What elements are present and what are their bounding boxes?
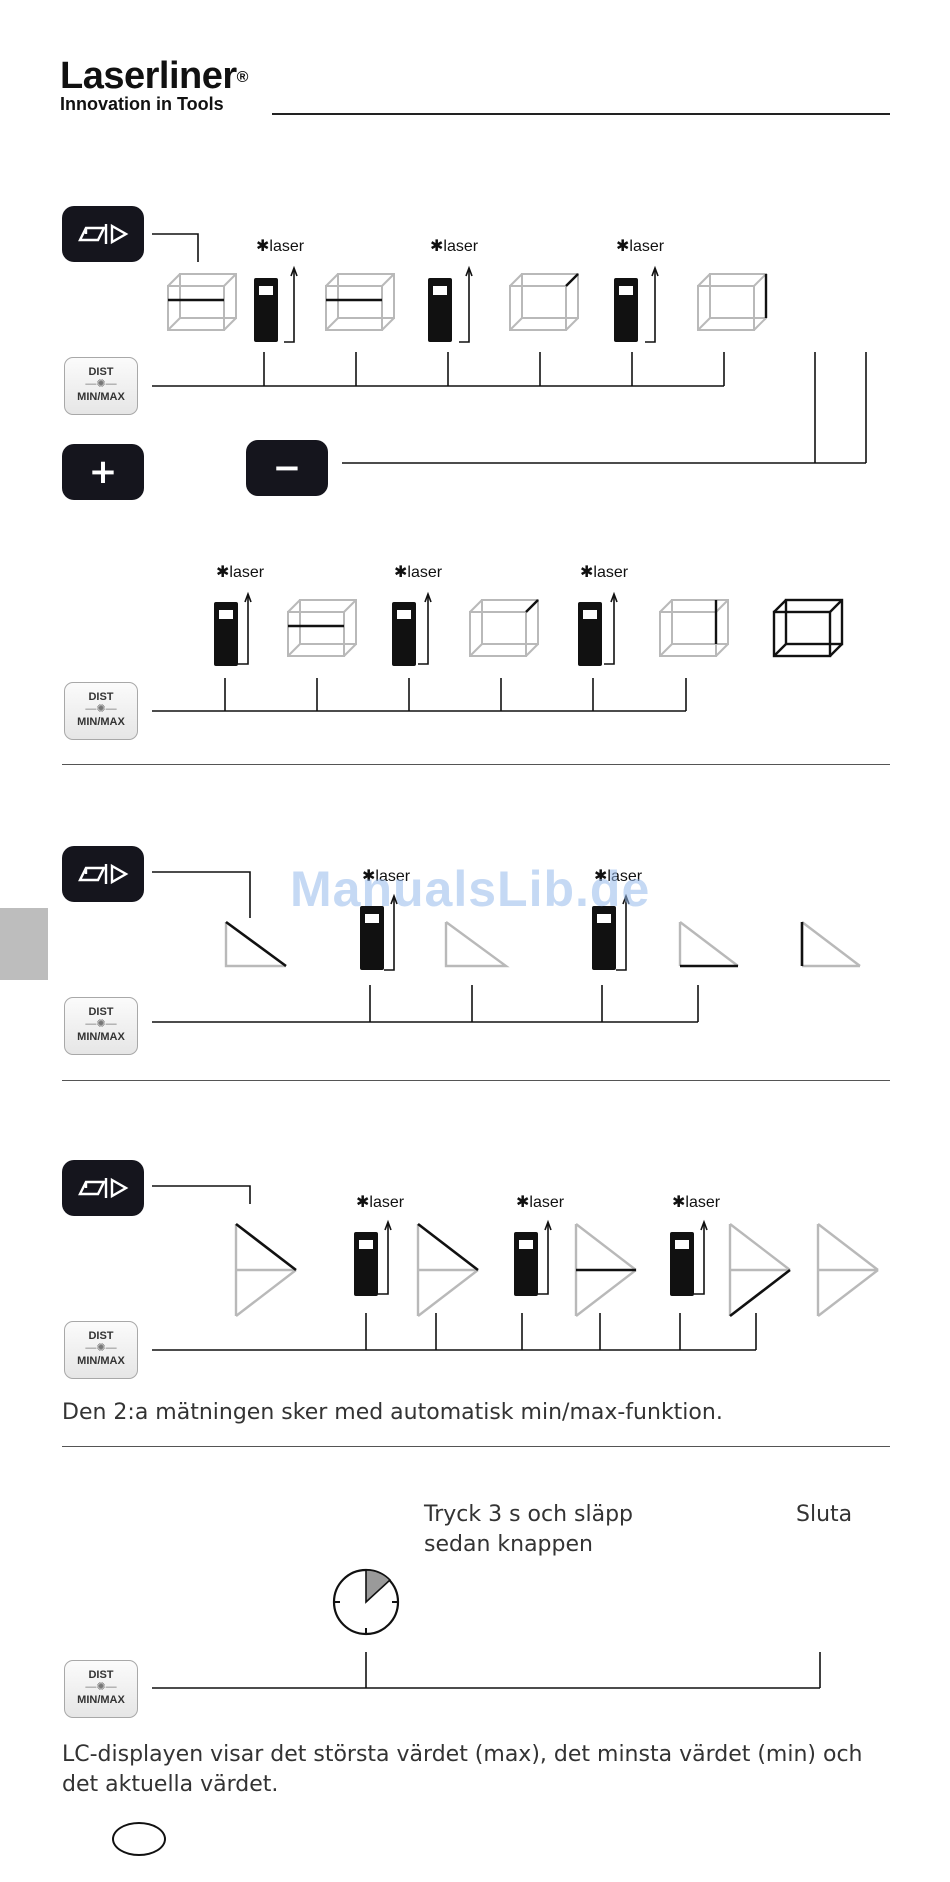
section-divider [62, 1446, 890, 1447]
minmax-label: MIN/MAX [77, 1031, 125, 1043]
laser-star-icon: —✺— [85, 1681, 117, 1693]
box-shape [469, 599, 539, 657]
laser-label: ✱laser [356, 1194, 405, 1211]
laser-device-icon [670, 1232, 694, 1296]
dist-minmax-button[interactable]: DIST —✺— MIN/MAX [64, 1321, 138, 1379]
minmax-label: MIN/MAX [77, 716, 125, 728]
box-shape [697, 273, 767, 331]
minmax-label: MIN/MAX [77, 391, 125, 403]
header-rule [272, 113, 890, 115]
box-shape [287, 599, 357, 657]
registered-mark: ® [236, 69, 249, 86]
mode-button[interactable] [62, 1160, 144, 1216]
triangle-shape [224, 922, 286, 968]
laser-star-icon: —✺— [85, 1018, 117, 1030]
lcd-description-line1: LC-displayen visar det största värdet (m… [62, 1742, 863, 1767]
triangle-shape [444, 921, 510, 968]
laser-label: ✱laser [616, 238, 665, 255]
box-shape [509, 273, 579, 331]
laser-device-icon [254, 278, 278, 342]
end-label: Sluta [796, 1502, 853, 1527]
dist-label: DIST [88, 691, 114, 703]
mode-button[interactable] [62, 846, 144, 902]
laser-device-icon [592, 906, 616, 970]
laser-device-icon [428, 278, 452, 342]
area-mode-icon [78, 1177, 129, 1199]
plus-button[interactable]: + [62, 444, 144, 500]
laser-label: ✱laser [256, 238, 305, 255]
dist-label: DIST [88, 1669, 114, 1681]
section-divider [62, 764, 890, 765]
laser-device-icon [354, 1232, 378, 1296]
mode-button[interactable] [62, 206, 144, 262]
laser-label: ✱laser [362, 868, 411, 885]
area-mode-icon [78, 223, 129, 245]
press-instruction-line1: Tryck 3 s och släpp [424, 1502, 634, 1527]
laser-device-icon [578, 602, 602, 666]
lcd-description-line2: det aktuella värdet. [62, 1772, 279, 1797]
press-instruction-line2: sedan knappen [424, 1532, 593, 1557]
dist-label: DIST [88, 366, 114, 378]
dist-label: DIST [88, 1330, 114, 1342]
laser-star-icon: —✺— [85, 703, 117, 715]
watermark: ManualsLib.de [290, 861, 651, 917]
area-mode-icon [78, 863, 129, 885]
box-shape-complete [772, 598, 844, 658]
dist-label: DIST [88, 1006, 114, 1018]
minmax-note: Den 2:a mätningen sker med automatisk mi… [62, 1400, 723, 1425]
laser-label: ✱laser [672, 1194, 721, 1211]
minmax-label: MIN/MAX [77, 1694, 125, 1706]
dist-minmax-button[interactable]: DIST —✺— MIN/MAX [64, 682, 138, 740]
laser-label: ✱laser [594, 868, 643, 885]
chapter-tab [0, 908, 48, 980]
box-shape [167, 273, 237, 331]
minus-button[interactable]: − [246, 440, 328, 496]
brand-logo: Laserliner® Innovation in Tools [60, 56, 248, 115]
laser-device-icon [214, 602, 238, 666]
laser-label: ✱laser [216, 564, 265, 581]
laser-star-icon: —✺— [85, 378, 117, 390]
laser-label: ✱laser [430, 238, 479, 255]
laser-device-icon [614, 278, 638, 342]
brand-tagline: Innovation in Tools [60, 94, 224, 114]
laser-device-icon [360, 906, 384, 970]
dist-minmax-button[interactable]: DIST —✺— MIN/MAX [64, 997, 138, 1055]
laser-device-icon [392, 602, 416, 666]
dist-minmax-button[interactable]: DIST —✺— MIN/MAX [64, 1660, 138, 1718]
laser-star-icon: —✺— [85, 1342, 117, 1354]
section-divider [62, 1080, 890, 1081]
laser-label: ✱laser [516, 1194, 565, 1211]
minmax-label: MIN/MAX [77, 1355, 125, 1367]
laser-device-icon [514, 1232, 538, 1296]
language-oval-icon [112, 1822, 166, 1856]
dist-minmax-button[interactable]: DIST —✺— MIN/MAX [64, 357, 138, 415]
laser-label: ✱laser [580, 564, 629, 581]
laser-label: ✱laser [394, 564, 443, 581]
box-shape [659, 599, 729, 657]
box-shape [325, 273, 395, 331]
timer-icon [332, 1568, 400, 1636]
brand-name: Laserliner [60, 55, 237, 97]
